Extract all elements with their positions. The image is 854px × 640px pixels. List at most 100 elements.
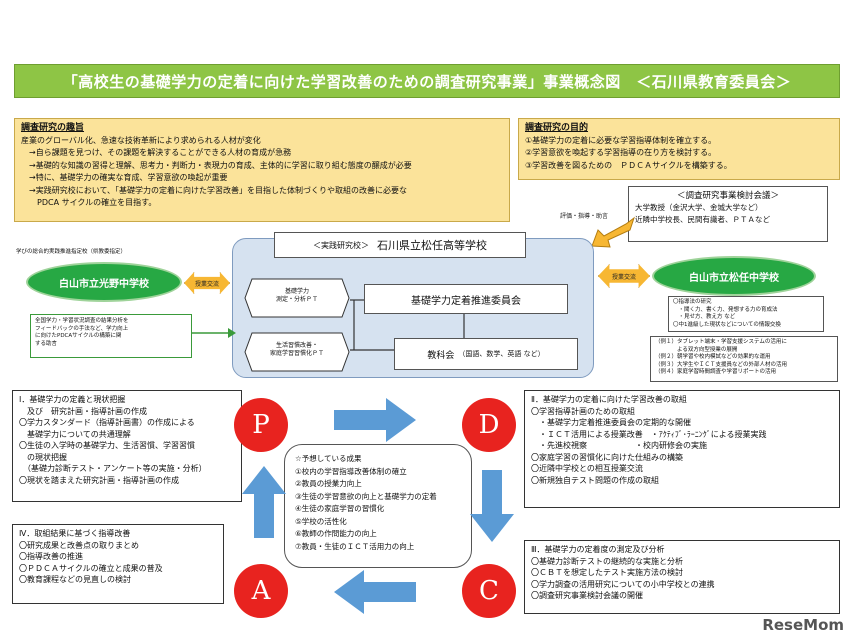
phase-plan-line: 〇生徒の入学時の基礎学力、生活習慣、学習習慣 [19,441,195,450]
review-committee-line: 近隣中学校長、民間有識者、ＰＴＡなど [635,215,770,224]
matto-note-line: ・聞く力、書く力、発想する力の育成法 [673,306,778,313]
example-line: （例２）朝学習や校内模試などの効果的な運用 [655,354,771,360]
example-line: （例１）タブレット端末・学習支援システムの活用に [655,339,787,345]
expected-outcomes-box: ☆予想している成果 ①校内の学習指導改善体制の確立 ②教員の授業力向上 ③生徒の… [284,444,472,568]
phase-do-box: Ⅱ．基礎学力の定着に向けた学習改善の取組 〇学習指導計画のための取組 ・基礎学力… [524,390,840,508]
objective-box: 調査研究の目的 ①基礎学力の定着に必要な学習指導体制を確立する。 ②学習意欲を喚… [518,118,840,180]
matto-notes-box: 〇指導法の研究 ・聞く力、書く力、発想する力の育成法 ・見せ方、教え方 など 〇… [668,296,824,332]
practice-school-header: ＜実践研究校＞ 石川県立松任高等学校 [274,232,526,258]
phase-act-line: 〇ＰＤＣＡサイクルの確立と成果の普及 [19,563,163,573]
phase-act-line: Ⅳ．取組結果に基づく指導改善 [19,529,131,538]
hikarino-junior-high: 白山市立光野中学校 [26,262,182,302]
arrow-act-to-plan [242,466,286,538]
arrow-check-to-act [334,570,416,614]
review-committee-box: ＜調査研究事業検討会議＞ 大学教授（金沢大学、金城大学など） 近隣中学校長、民間… [628,186,828,242]
subject-meeting-subjects: （国語、数学、英語 など） [458,350,545,358]
purport-line: →実践研究校において、「基礎学力の定着に向けた学習改善」を目指した体制づくりや取… [21,185,408,195]
phase-act-line: 〇研究成果と改善点の取りまとめ [19,540,139,550]
cycle-a-circle: A [234,564,288,618]
feedback-line: 全国学力・学習状況調査の結果分析を [35,318,129,324]
objective-line: ②学習意欲を喚起する学習指導の在り方を検討する。 [525,148,717,157]
examples-box: （例１）タブレット端末・学習支援システムの活用に よる双方向型授業の展開 （例２… [650,336,838,382]
pt-label-measurement: 基礎学力 測定・分析ＰＴ [244,288,350,304]
objective-line: ③学習改善を図るための ＰＤＣＡサイクルを構築する。 [525,160,732,170]
pt-label-line: 基礎学力 [284,288,309,295]
phase-do-line: ・ＩＣＴ活用による授業改善 ・ｱｸﾃｨﾌﾞ･ﾗｰﾆﾝｸﾞによる授業実践 [531,429,767,439]
feedback-arrow [192,328,236,338]
pt-shape-2 [244,332,350,372]
matto-note-line: 〇中1進級した現状などについての情報交換 [673,321,781,328]
outcome-line: ⑥教師の作問能力の向上 [295,529,377,538]
page-title: 「高校生の基礎学力の定着に向けた学習改善のための調査研究事業」事業概念図 ＜石川… [14,64,840,98]
example-line: よる双方向型授業の展開 [655,346,738,353]
outcome-line: ⑦教員・生徒のＩＣＴ活用力の向上 [295,541,415,551]
designated-school-note: 学びの総合的実践推進指定校（県教委指定） [16,249,127,255]
phase-do-line: ・基礎学力定着推進委員会の定期的な開催 [531,418,691,427]
review-committee-line: 大学教授（金沢大学、金城大学など） [635,203,763,212]
arrow-do-to-check [470,470,514,542]
feedback-line: フィードバックの手法など、学力向上 [35,325,129,332]
phase-check-line: 〇ＣＢＴを想定したテスト実施方法の検討 [531,568,683,577]
arrow-plan-to-do [334,398,416,442]
outcome-line: ①校内の学習指導改善体制の確立 [295,466,407,476]
phase-plan-line: 基礎学力についての共通理解 [19,429,131,439]
resemom-logo: ReseMom [762,616,844,634]
phase-check-line: Ⅲ．基礎学力の定着度の測定及び分析 [531,545,665,554]
phase-plan-box: Ⅰ．基礎学力の定義と現状把握 及び 研究計画・指導計画の作成 〇学力スタンダード… [12,390,242,502]
feedback-line: する助言 [35,340,58,347]
cycle-d-circle: D [462,398,516,452]
phase-plan-line: （基礎力診断テスト・アンケート等の実施・分析） [19,464,207,473]
phase-check-line: 〇学力調査の活用研究についての小中学校との連携 [531,579,715,589]
purport-line: →基礎的な知識の習得と理解、思考力・判断力・表現力の育成、主体的に学習に取り組む… [21,160,412,170]
phase-check-line: 〇調査研究事業検討会議の開催 [531,591,643,600]
matto-note-line: 〇指導法の研究 [673,299,712,305]
phase-do-line: 〇近隣中学校との相互授業交流 [531,464,643,473]
outcome-line: ②教員の授業力向上 [295,479,362,488]
pt-label-line: 測定・分析ＰＴ [275,296,318,303]
phase-plan-line: 〇現状を踏まえた研究計画・指導計画の作成 [19,475,179,485]
phase-plan-line: Ⅰ．基礎学力の定義と現状把握 [19,395,126,404]
purport-line: 産業のグローバル化、急速な技術革新により求められる人材が変化 [21,135,261,145]
pt-label-line: 家庭学習習慣化ＰＴ [269,350,324,357]
phase-check-line: 〇基礎力診断テストの継続的な実施と分析 [531,556,683,566]
objective-line: ①基礎学力の定着に必要な学習指導体制を確立する。 [525,135,717,145]
subject-meeting-label: 教科会 [427,350,455,361]
pt-label-lifestyle: 生活習慣改善・ 家庭学習習慣化ＰＴ [244,342,350,358]
phase-plan-line: 〇学力スタンダード（指導計画書）の作成による [19,418,195,427]
phase-do-line: Ⅱ．基礎学力の定着に向けた学習改善の取組 [531,395,687,404]
phase-check-box: Ⅲ．基礎学力の定着度の測定及び分析 〇基礎力診断テストの継続的な実施と分析 〇Ｃ… [524,540,840,614]
evaluation-arrow [591,216,635,248]
resemom-logo-text: ReseMom [762,616,844,634]
purport-line: →特に、基礎学力の確実な育成、学習意欲の喚起が重要 [21,173,228,182]
outcome-line: ③生徒の学習意欲の向上と基礎学力の定着 [295,491,437,501]
pt-shape-1 [244,278,350,318]
phase-act-line: 〇指導改善の推進 [19,552,83,561]
example-line: （例３）大学生やＩＣＴ支援員などの外部人材の活用 [655,361,788,368]
phase-act-line: 〇教育課程などの見直しの検討 [19,575,131,584]
cycle-c-circle: C [462,564,516,618]
phase-do-line: 〇新規独自テスト問題の作成の取組 [531,475,659,485]
phase-do-line: 〇家庭学習の習慣化に向けた仕組みの構築 [531,452,683,462]
purport-box: 調査研究の趣旨 産業のグローバル化、急速な技術革新により求められる人材が変化 →… [14,118,510,222]
practice-school-tag: ＜実践研究校＞ [313,240,369,250]
outcome-line: ☆予想している成果 [295,454,362,463]
purport-line: →自ら課題を見つけ、その課題を解決することができる人材の育成が急務 [21,148,292,157]
phase-do-line: ・先進校視察 ・校内研修会の実施 [531,441,707,450]
practice-school-name: 石川県立松任高等学校 [377,239,487,252]
feedback-box: 全国学力・学習状況調査の結果分析を フィードバックの手法など、学力向上 に向けた… [30,314,192,358]
feedback-line: に向けたPDCAサイクルの構築に関 [35,333,122,339]
exchange-arrow-right: 授業交流 [598,264,650,288]
purport-line: PDCA サイクルの確立を目指す。 [21,198,157,207]
phase-plan-line: の現状把握 [19,452,67,462]
matto-note-line: ・見せ方、教え方 など [673,314,736,320]
promotion-committee-box: 基礎学力定着推進委員会 [364,284,568,314]
subject-meeting-box: 教科会 （国語、数学、英語 など） [394,338,578,370]
outcome-line: ⑤学校の活性化 [295,516,347,526]
phase-act-box: Ⅳ．取組結果に基づく指導改善 〇研究成果と改善点の取りまとめ 〇指導改善の推進 … [12,524,224,604]
objective-heading: 調査研究の目的 [525,123,589,133]
pt-label-line: 生活習慣改善・ [275,342,318,349]
panel-connectors [350,299,465,351]
review-committee-title: ＜調査研究事業検討会議＞ [676,191,779,201]
example-line: （例４）家庭学習時間調査や学習リポートの活用 [655,369,777,375]
phase-plan-line: 及び 研究計画・指導計画の作成 [19,406,147,416]
